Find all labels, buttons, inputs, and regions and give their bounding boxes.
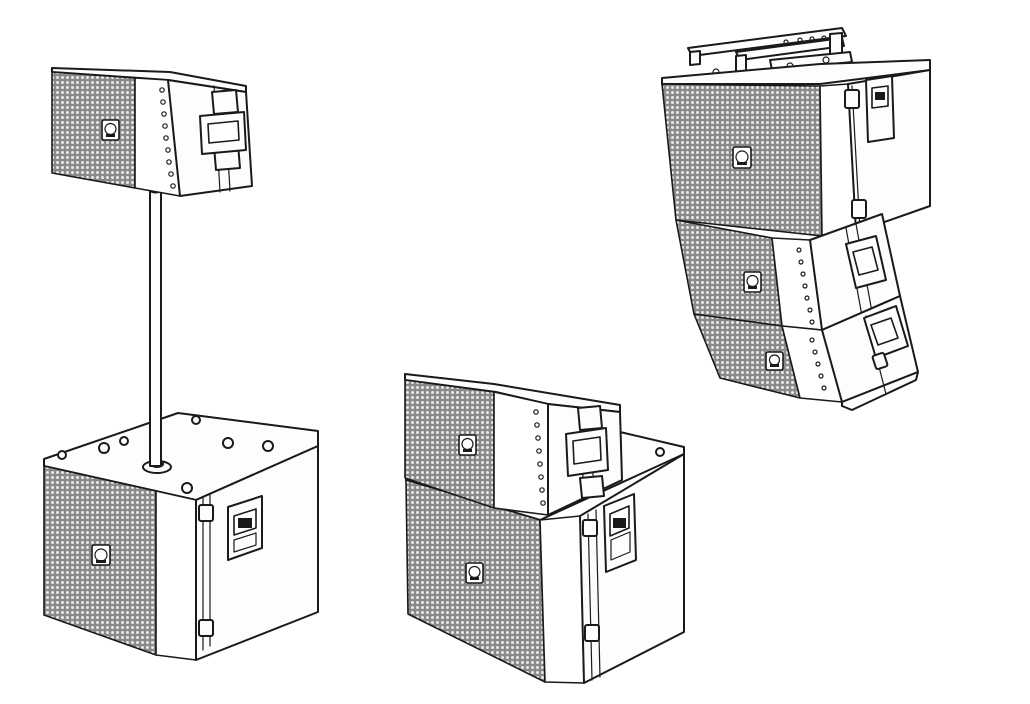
brand-logo-icon xyxy=(458,434,477,456)
brand-logo-icon xyxy=(765,351,784,371)
speaker-pole xyxy=(149,186,162,467)
waveguide-fasteners xyxy=(159,87,176,189)
flown-module-3-handle-icon xyxy=(863,305,909,359)
brand-logo-icon xyxy=(743,271,762,293)
flown-module-3 xyxy=(693,295,919,411)
waveguide-fasteners xyxy=(533,409,546,506)
flown-module-2 xyxy=(675,213,901,331)
brand-logo-icon xyxy=(465,562,484,584)
stacked-top-handle-icon xyxy=(565,427,609,477)
top-speaker-handle-icon xyxy=(199,111,247,155)
waveguide-fasteners xyxy=(809,337,827,391)
flown-array-configuration xyxy=(661,27,931,411)
brand-logo-icon xyxy=(732,146,752,169)
brand-logo-icon xyxy=(101,119,120,141)
brand-logo-icon xyxy=(91,544,111,566)
top-speaker-module xyxy=(51,67,253,197)
subwoofer-cabinet xyxy=(43,412,319,661)
flown-module-1 xyxy=(661,59,931,237)
flown-module-2-handle-icon xyxy=(845,235,887,289)
stacked-top-speaker-module xyxy=(404,373,623,516)
pole-mounted-configuration xyxy=(43,67,319,661)
flown-module-1-handle-icon xyxy=(865,75,895,143)
stacked-subwoofer-handle-icon xyxy=(603,493,637,573)
subwoofer-handle-icon xyxy=(227,495,263,561)
rigging-frame xyxy=(687,27,853,78)
waveguide-fasteners xyxy=(796,247,815,325)
ground-stacked-configuration xyxy=(404,373,685,684)
